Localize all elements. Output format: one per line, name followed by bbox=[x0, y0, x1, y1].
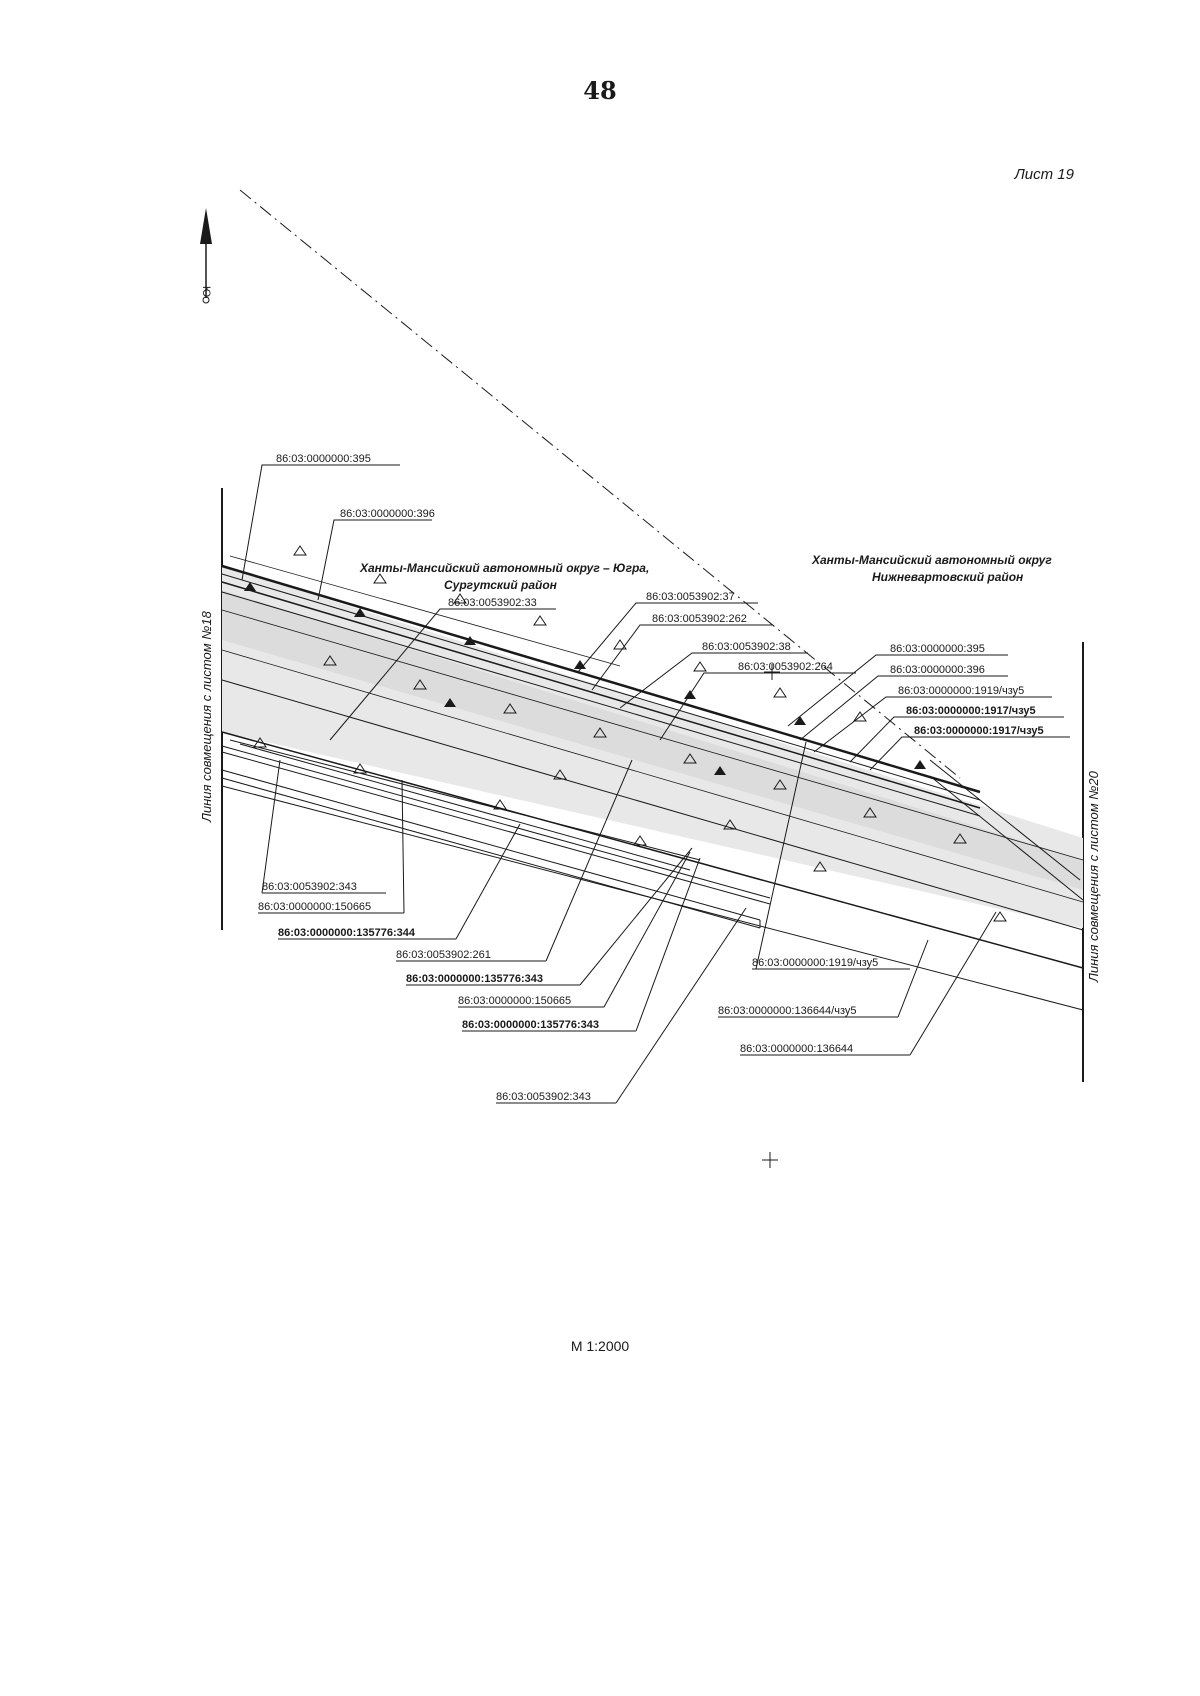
parcel-label: 86:03:0000000:395 bbox=[890, 643, 985, 655]
match-line-left-label: Линия совмещения с листом №18 bbox=[199, 610, 214, 823]
parcel-label: 86:03:0053902:264 bbox=[738, 661, 833, 673]
parcel-label-group-upper-left: 86:03:0000000:395 86:03:0000000:396 86:0… bbox=[241, 453, 556, 741]
corridor-lines bbox=[221, 555, 1084, 1011]
sheet-label: Лист 19 bbox=[1014, 166, 1074, 183]
parcel-label: 86:03:0053902:33 bbox=[448, 597, 537, 609]
parcel-label: 86:03:0000000:396 bbox=[890, 664, 985, 676]
parcel-label: 86:03:0000000:135776:343 bbox=[462, 1019, 599, 1031]
pipeline-markers bbox=[253, 545, 1007, 922]
parcel-label: 86:03:0053902:261 bbox=[396, 949, 491, 961]
parcel-label: 86:03:0000000:1917/чзу5 bbox=[906, 705, 1036, 717]
north-letter: Ю bbox=[200, 286, 212, 297]
parcel-label: 86:03:0000000:150665 bbox=[458, 995, 571, 1007]
parcel-label: 86:03:0000000:395 bbox=[276, 453, 371, 465]
boundary-line bbox=[239, 189, 961, 779]
parcel-label: 86:03:0000000:396 bbox=[340, 508, 435, 520]
parcel-label: 86:03:0000000:150665 bbox=[258, 901, 371, 913]
parcel-label-group-upper-right: 86:03:0000000:395 86:03:0000000:396 86:0… bbox=[787, 643, 1070, 771]
parcel-label: 86:03:0000000:135776:343 bbox=[406, 973, 543, 985]
region-right-line1: Ханты-Мансийский автономный округ bbox=[811, 553, 1052, 567]
pipeline-markers-filled bbox=[244, 582, 926, 775]
parcel-label-group-lower-middle: 86:03:0000000:135776:343 86:03:0000000:1… bbox=[406, 847, 747, 1104]
parcel-label: 86:03:0053902:343 bbox=[262, 881, 357, 893]
parcel-label: 86:03:0000000:136644/чзу5 bbox=[718, 1005, 857, 1017]
parcel-label: 86:03:0000000:1919/чзу5 bbox=[752, 957, 878, 969]
page-number: 48 bbox=[583, 76, 617, 105]
parcel-label-group-lower-right: 86:03:0000000:1919/чзу5 86:03:0000000:13… bbox=[718, 741, 997, 1056]
parcel-label: 86:03:0053902:37 bbox=[646, 591, 735, 603]
parcel-label: 86:03:0053902:343 bbox=[496, 1091, 591, 1103]
parcel-label: 86:03:0000000:136644 bbox=[740, 1043, 853, 1055]
parcel-label-group-lower-left: 86:03:0053902:343 86:03:0000000:150665 8… bbox=[258, 759, 633, 962]
region-left-line1: Ханты-Мансийский автономный округ – Югра… bbox=[359, 561, 649, 575]
match-line-right-label: Линия совмещения с листом №20 bbox=[1086, 770, 1101, 983]
parcel-label: 86:03:0053902:38 bbox=[702, 641, 791, 653]
parcel-label: 86:03:0000000:1919/чзу5 bbox=[898, 685, 1024, 697]
parcel-label: 86:03:0000000:1917/чзу5 bbox=[914, 725, 1044, 737]
scale-label: М 1:2000 bbox=[570, 1338, 630, 1354]
parcel-label: 86:03:0053902:262 bbox=[652, 613, 747, 625]
cross-marks bbox=[762, 664, 780, 1168]
region-left-line2: Сургутский район bbox=[444, 578, 558, 592]
parcel-label-group-upper-middle: 86:03:0053902:37 86:03:0053902:262 86:03… bbox=[577, 591, 856, 741]
region-right-line2: Нижневартовский район bbox=[872, 570, 1024, 584]
north-arrow-icon: Ю bbox=[200, 208, 212, 304]
parcel-label: 86:03:0000000:135776:344 bbox=[278, 927, 416, 939]
corridor-shading-inner bbox=[222, 590, 1083, 890]
